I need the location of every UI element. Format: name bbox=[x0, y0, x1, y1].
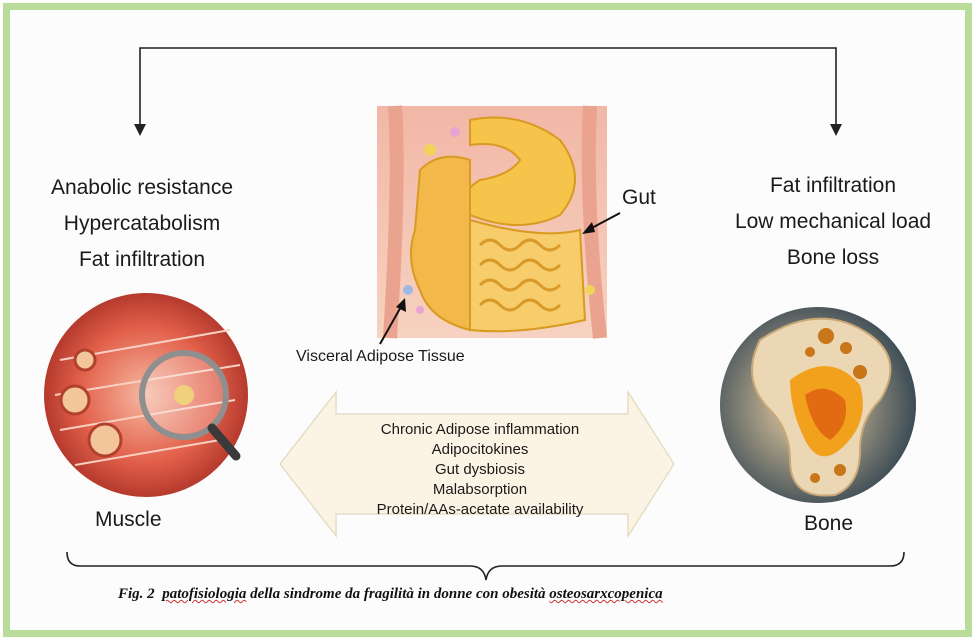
caption-text: della sindrome da fragilità in donne con… bbox=[246, 586, 549, 602]
figure-caption: Fig. 2 patofisiologia della sindrome da … bbox=[118, 586, 663, 603]
gut-label: Gut bbox=[622, 186, 656, 210]
muscle-effect-item: Fat infiltration bbox=[20, 242, 264, 278]
bone-effect-item: Bone loss bbox=[708, 240, 958, 276]
muscle-effects-list: Anabolic resistance Hypercatabolism Fat … bbox=[20, 170, 264, 278]
bone-effects-list: Fat infiltration Low mechanical load Bon… bbox=[708, 168, 958, 276]
bone-effect-item: Low mechanical load bbox=[708, 204, 958, 240]
mechanism-item: Protein/AAs-acetate availability bbox=[300, 500, 660, 520]
muscle-label: Muscle bbox=[95, 508, 162, 532]
mechanism-item: Malabsorption bbox=[300, 480, 660, 500]
mechanism-item: Gut dysbiosis bbox=[300, 460, 660, 480]
muscle-illustration bbox=[44, 293, 248, 497]
gut-illustration bbox=[377, 106, 607, 338]
arrow-down-right-icon bbox=[830, 124, 842, 136]
mechanism-item: Adipocitokines bbox=[300, 440, 660, 460]
vat-label: Visceral Adipose Tissue bbox=[296, 348, 465, 366]
bottom-brace bbox=[67, 552, 904, 580]
bone-effect-item: Fat infiltration bbox=[708, 168, 958, 204]
muscle-effect-item: Anabolic resistance bbox=[20, 170, 264, 206]
caption-prefix: Fig. 2 bbox=[118, 586, 155, 602]
bone-label: Bone bbox=[804, 512, 853, 536]
mechanisms-list: Chronic Adipose inflammation Adipocitoki… bbox=[300, 420, 660, 520]
caption-word-osteosarxcopenica: osteosarxcopenica bbox=[549, 586, 662, 602]
arrow-down-left-icon bbox=[134, 124, 146, 136]
muscle-effect-item: Hypercatabolism bbox=[20, 206, 264, 242]
mechanism-item: Chronic Adipose inflammation bbox=[300, 420, 660, 440]
caption-word-patofisiologia: patofisiologia bbox=[162, 586, 246, 602]
bone-illustration bbox=[720, 307, 916, 503]
